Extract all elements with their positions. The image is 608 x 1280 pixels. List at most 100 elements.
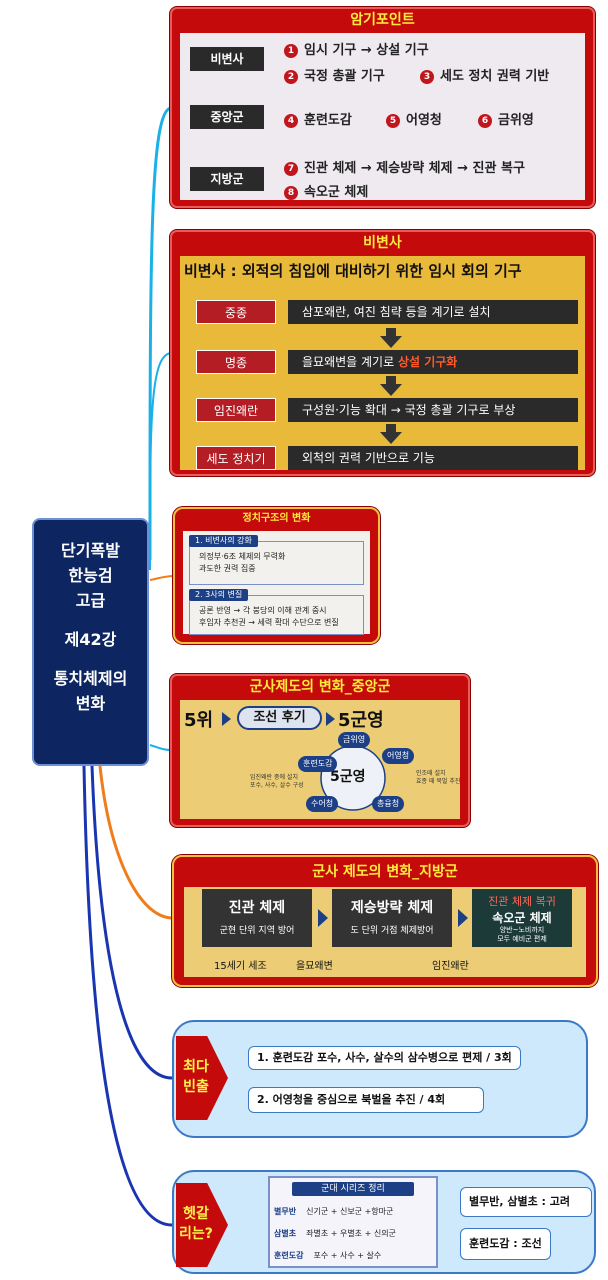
system-box: 진관 체제 복귀 속오군 체제 양반~노비까지 모두 예비군 편제 (472, 889, 572, 947)
row-label: 임진왜란 (196, 398, 276, 422)
answer-item[interactable]: 별무반, 삼별초 : 고려 (460, 1187, 592, 1217)
card-title: 비변사 (363, 235, 402, 251)
arrow-right-icon (326, 712, 335, 726)
card-title: 군사제도의 변화_중앙군 (249, 679, 391, 695)
central-army-panel: 5위 조선 후기 5군영 5군영 금위영 어영청 총융청 수어청 훈련도감 임진… (180, 700, 460, 819)
unit-badge: 금위영 (338, 732, 371, 748)
system-top: 진관 체제 복귀 (488, 895, 556, 908)
branch-card5 (98, 765, 174, 920)
card-title: 암기포인트 (350, 12, 415, 28)
central-line: 한능검 (68, 566, 113, 585)
central-line: 단기폭발 (61, 541, 120, 560)
card-political-structure[interactable]: 정치구조의 변화 1. 비변사의 강화 의정부·6조 체제의 무력화 과도한 권… (173, 507, 380, 644)
card-title: 정치구조의 변화 (242, 513, 311, 524)
central-line: 통치체제의 (53, 669, 128, 688)
arrow-right-icon (222, 712, 231, 726)
central-topic[interactable]: 단기폭발 한능검 고급 제42강 통치체제의 변화 (32, 518, 149, 766)
section-box (189, 541, 364, 585)
frequent-item[interactable]: 1. 훈련도감 포수, 사수, 살수의 삼수병으로 편제 / 3회 (248, 1046, 521, 1070)
system-title: 제승방략 체제 (350, 900, 434, 916)
to-label: 5군영 (338, 710, 384, 731)
card-local-army[interactable]: 군사 제도의 변화_지방군 진관 체제 군현 단위 지역 방어 제승방략 체제 … (172, 855, 598, 987)
card-bibyeonsa[interactable]: 비변사 비변사 : 외적의 침입에 대비하기 위한 임시 회의 기구 중종 삼포… (170, 230, 595, 476)
bibyeonsa-definition: 비변사 : 외적의 침입에 대비하기 위한 임시 회의 기구 (184, 262, 522, 280)
row-text: 구성원·기능 확대 → 국정 총괄 기구로 부상 (288, 398, 578, 422)
label-bibyeonsa: 비변사 (190, 47, 264, 71)
note-line: 인조때 설치 (416, 770, 446, 777)
system-sub: 도 단위 거점 체제방어 (350, 926, 434, 936)
arrow-right-icon (318, 909, 328, 927)
timeline-label: 15세기 세조 (214, 961, 267, 972)
section-line: 공론 반영 → 각 붕당의 이해 관계 중시 (199, 606, 327, 615)
unit-badge: 총융청 (372, 796, 405, 812)
unit-badge: 어영청 (382, 748, 415, 764)
branch-card4 (149, 744, 172, 751)
system-title: 진관 체제 (228, 900, 286, 916)
timeline-label: 임진왜란 (432, 961, 469, 972)
system-line: 모두 예비군 편제 (497, 935, 547, 943)
row-text: 삼포왜란, 여진 침략 등을 계기로 설치 (288, 300, 578, 324)
section-heading: 2. 3사의 변질 (189, 589, 249, 601)
central-line: 변화 (75, 694, 106, 713)
system-box: 제승방략 체제 도 단위 거점 체제방어 (332, 889, 452, 947)
note-line: 포수, 사수, 살수 구성 (250, 782, 304, 789)
unit-badge: 수어청 (306, 796, 339, 812)
unit-badge: 훈련도감 (298, 756, 338, 772)
label-line: 최다 (183, 1059, 209, 1075)
row-label: 중종 (196, 300, 276, 324)
label-line: 리는? (179, 1226, 213, 1242)
row-label: 명종 (196, 350, 276, 374)
timeline-label: 을묘왜변 (296, 961, 333, 972)
cloud-frequent (172, 1020, 588, 1138)
row-text: 을묘왜변을 계기로 상설 기구화 (288, 350, 578, 374)
answer-item[interactable]: 훈련도감 : 조선 (460, 1228, 551, 1260)
political-structure-panel: 1. 비변사의 강화 의정부·6조 체제의 무력화 과도한 권력 집중 2. 3… (183, 531, 370, 635)
local-army-panel: 진관 체제 군현 단위 지역 방어 제승방략 체제 도 단위 거점 체제방어 진… (184, 887, 586, 977)
branch-card3 (149, 575, 175, 581)
frequent-item[interactable]: 2. 어영청을 중심으로 북벌을 추진 / 4회 (248, 1087, 484, 1113)
label-central-army: 중앙군 (190, 105, 264, 129)
table-title: 군대 시리즈 정리 (292, 1182, 414, 1196)
central-line: 고급 (75, 591, 106, 610)
from-label: 5위 (184, 710, 214, 731)
card-central-army[interactable]: 군사제도의 변화_중앙군 5위 조선 후기 5군영 5군영 금위영 어영청 총융… (170, 674, 470, 827)
row-label: 세도 정치기 (196, 446, 276, 470)
system-title: 속오군 체제 (492, 911, 552, 925)
arrow-right-icon (458, 909, 468, 927)
ring-center-label: 5군영 (330, 769, 366, 785)
note-line: 임진왜란 중에 설치 (250, 774, 298, 781)
section-heading: 1. 비변사의 강화 (189, 535, 258, 547)
system-box: 진관 체제 군현 단위 지역 방어 (202, 889, 312, 947)
label-local-army: 지방군 (190, 167, 264, 191)
down-arrow-icon (380, 376, 402, 396)
branch-frequent (90, 765, 173, 1080)
period-pill: 조선 후기 (237, 706, 322, 730)
section-line: 과도한 권력 집중 (199, 564, 256, 573)
branch-card2 (149, 352, 172, 571)
section-line: 의정부·6조 체제의 무력화 (199, 552, 286, 561)
branch-card1 (148, 106, 172, 561)
label-line: 헷갈 (183, 1206, 209, 1222)
central-line: 제42강 (64, 630, 117, 649)
down-arrow-icon (380, 328, 402, 348)
branch-confusing (82, 765, 173, 1227)
section-line: 후임자 추천권 → 세력 확대 수단으로 변질 (199, 618, 339, 627)
card-title: 군사 제도의 변화_지방군 (312, 864, 458, 880)
label-line: 빈출 (183, 1079, 209, 1095)
note-line: 효종 때 북벌 추진 (416, 778, 461, 785)
system-sub: 군현 단위 지역 방어 (219, 926, 295, 936)
down-arrow-icon (380, 424, 402, 444)
section-box (189, 595, 364, 635)
